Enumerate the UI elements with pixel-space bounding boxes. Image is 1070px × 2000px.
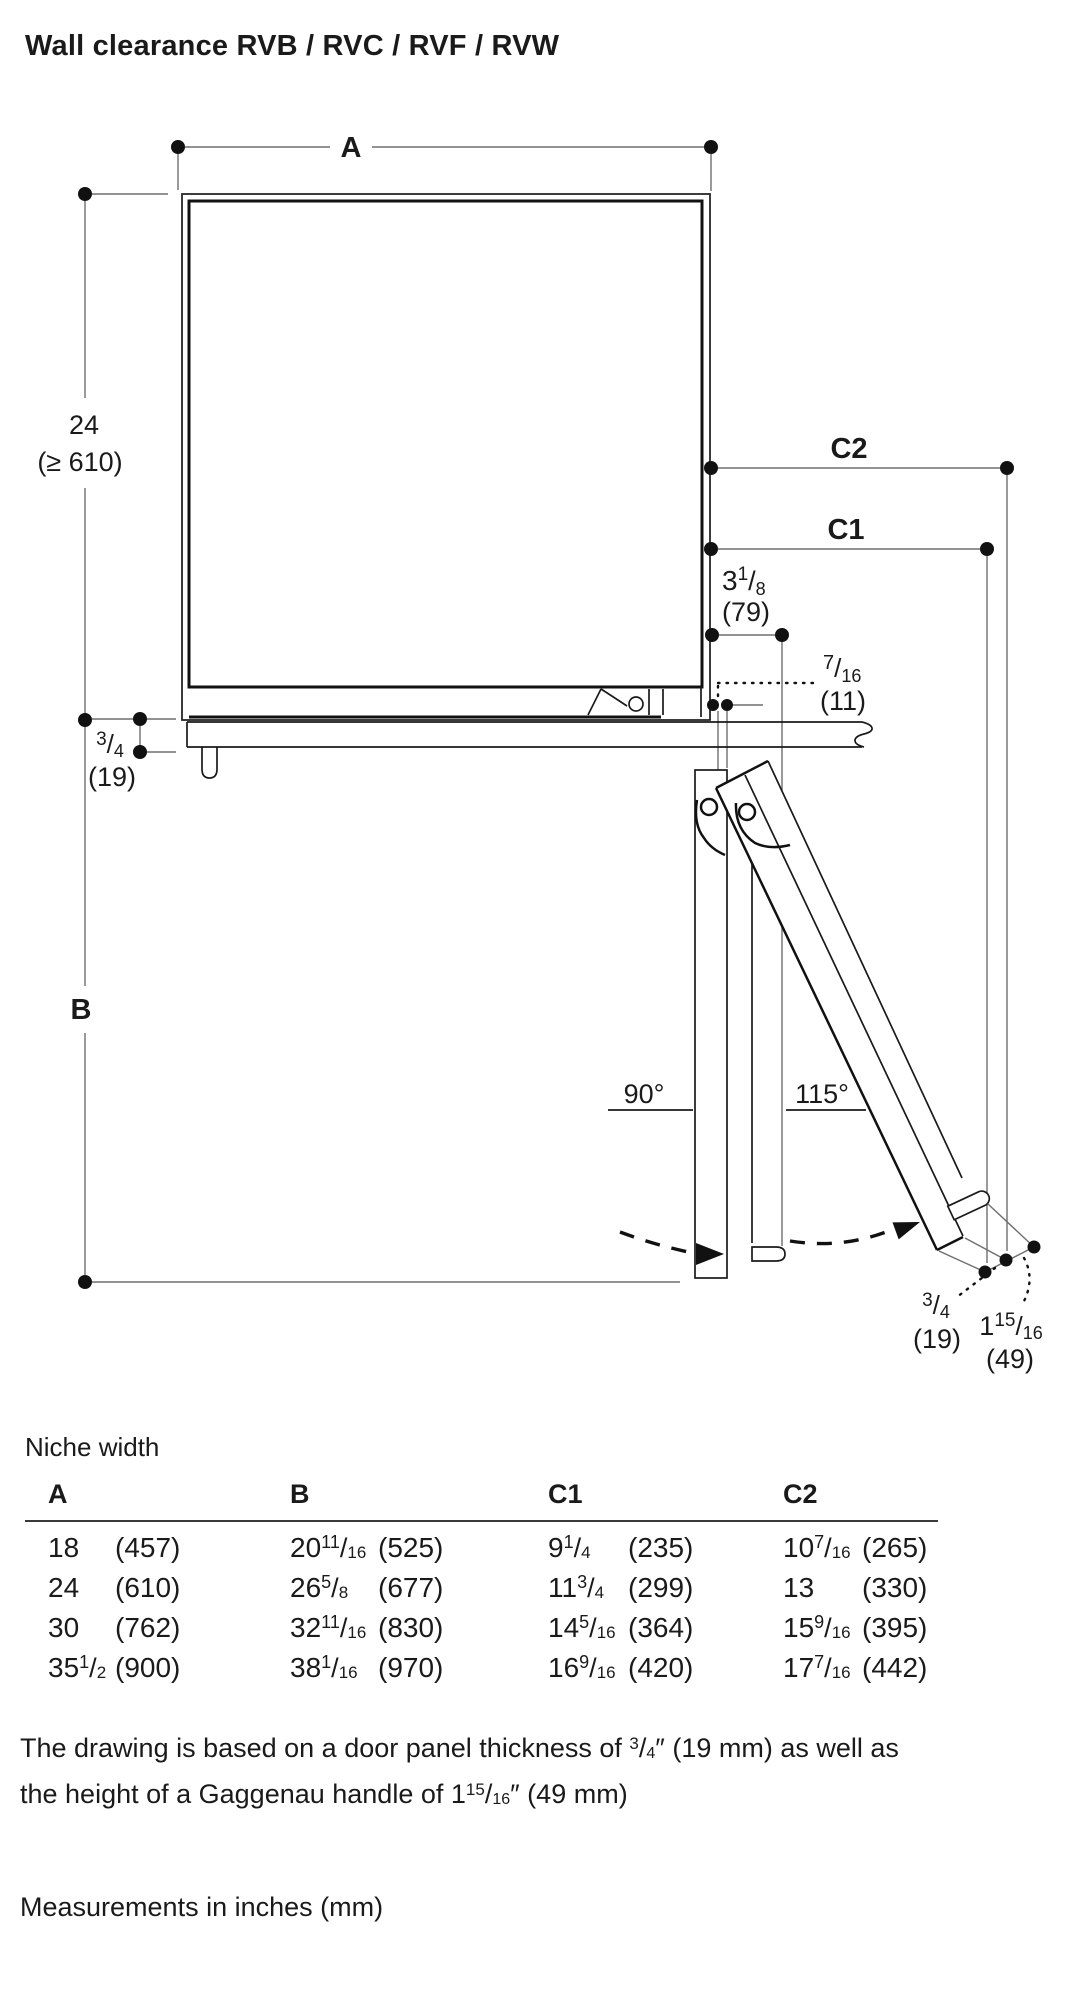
- hinge-115-icon: [737, 802, 757, 822]
- door-gap-frac: 7/16: [823, 652, 861, 686]
- col-header-c1: C1: [548, 1479, 583, 1509]
- table-row: 351/2 (900) 381/16 (970) 169/16 (420) 17…: [25, 1642, 938, 1683]
- niche-width-table: Niche width A B C1 C2 18 (457) 2011/16 (…: [25, 1432, 938, 1683]
- handle-clearance-frac: 31/8: [722, 564, 766, 599]
- leveling-foot: [201, 747, 218, 779]
- cell-a-in: 18: [48, 1532, 80, 1563]
- cell-c2-mm: (442): [862, 1652, 928, 1683]
- cell-c2-mm: (265): [862, 1532, 928, 1563]
- cell-c2-in: 159/16: [783, 1612, 851, 1643]
- door-90: [694, 769, 786, 1279]
- hinge-90-arm: [694, 799, 726, 857]
- panel-thickness-mm: (19): [913, 1324, 961, 1354]
- dim-b-label: B: [71, 994, 92, 1026]
- dim-a: A: [171, 132, 718, 191]
- cell-c1-in: 169/16: [548, 1652, 616, 1683]
- cell-b-mm: (830): [378, 1612, 444, 1643]
- cell-b-mm: (677): [378, 1572, 444, 1603]
- niche-depth-mm: (≥ 610): [37, 447, 122, 477]
- cell-b-mm: (970): [378, 1652, 444, 1683]
- col-header-c2: C2: [783, 1479, 818, 1509]
- table-caption: Niche width: [25, 1432, 160, 1462]
- swing-arrow-90: [619, 1230, 724, 1265]
- table-row: 18 (457) 2011/16 (525) 91/4 (235) 107/16…: [25, 1522, 938, 1563]
- dim-shelf-thickness: 3/4 (19): [88, 712, 176, 792]
- handle-height-mm: (49): [986, 1344, 1034, 1374]
- table-row: 24 (610) 265/8 (677) 113/4 (299) 13 (330…: [25, 1562, 938, 1603]
- page-title: Wall clearance RVB / RVC / RVF / RVW: [25, 30, 560, 62]
- cell-a-mm: (457): [115, 1532, 181, 1563]
- cell-a-in: 30: [48, 1612, 80, 1643]
- units-note: Measurements in inches (mm): [20, 1892, 384, 1922]
- cell-a-mm: (900): [115, 1652, 181, 1683]
- col-header-a: A: [48, 1479, 68, 1509]
- shelf-thickness-frac: 3/4: [96, 729, 124, 761]
- cell-c1-in: 145/16: [548, 1612, 616, 1643]
- table-rule: [25, 1520, 938, 1522]
- table-header-row: A B C1 C2: [25, 1479, 938, 1520]
- dim-c1-label: C1: [827, 514, 864, 546]
- cabinet: [181, 193, 711, 721]
- cell-c1-mm: (364): [628, 1612, 694, 1643]
- dim-handle-clearance: 31/8 (79): [705, 564, 789, 1246]
- shelf-thickness-mm: (19): [88, 762, 136, 792]
- hinge-bay-detail: [587, 688, 664, 716]
- swing-arrow-115: [789, 1222, 920, 1246]
- cell-c1-mm: (420): [628, 1652, 694, 1683]
- cell-b-mm: (525): [378, 1532, 444, 1563]
- angle-115-label: 115°: [795, 1079, 849, 1109]
- cell-a-mm: (610): [115, 1572, 181, 1603]
- dim-a-label: A: [341, 132, 362, 164]
- cell-c2-mm: (395): [862, 1612, 928, 1643]
- break-symbol: [854, 721, 873, 748]
- dim-bottom-panel-handle: 3/4 (19) 115/16 (49): [913, 1203, 1043, 1374]
- cell-c2-in: 107/16: [783, 1532, 851, 1563]
- handle-clearance-mm: (79): [722, 597, 770, 627]
- hinge-90-icon: [699, 797, 719, 817]
- door-gap-mm: (11): [820, 686, 866, 716]
- panel-thickness-frac: 3/4: [922, 1290, 950, 1322]
- dim-left-24-b: 24 (≥ 610) B: [37, 187, 680, 1289]
- angle-90-label: 90°: [624, 1079, 665, 1109]
- cell-b-in: 3211/16: [290, 1612, 367, 1643]
- footnote: The drawing is based on a door panel thi…: [20, 1733, 899, 1809]
- cell-a-mm: (762): [115, 1612, 181, 1643]
- cell-c1-mm: (299): [628, 1572, 694, 1603]
- hinge-115-arm: [734, 802, 791, 849]
- dim-c2: C2: [704, 433, 1014, 1251]
- door-90-handle: [751, 1246, 786, 1262]
- cell-c1-mm: (235): [628, 1532, 694, 1563]
- cell-b-in: 2011/16: [290, 1532, 367, 1563]
- cell-c2-mm: (330): [862, 1572, 928, 1603]
- angle-labels: 90° 115°: [608, 1079, 866, 1111]
- cell-a-in: 24: [48, 1572, 80, 1603]
- cell-a-in: 351/2: [48, 1652, 107, 1683]
- handle-height-frac: 115/16: [979, 1310, 1042, 1343]
- cell-c2-in: 177/16: [783, 1652, 851, 1683]
- door-115: [714, 759, 991, 1252]
- dim-c1: C1: [704, 514, 994, 1263]
- niche-depth-in: 24: [69, 410, 99, 440]
- cell-b-in: 265/8: [290, 1572, 349, 1603]
- dim-c2-label: C2: [830, 433, 867, 465]
- cell-c1-in: 91/4: [548, 1532, 591, 1563]
- table-row: 30 (762) 3211/16 (830) 145/16 (364) 159/…: [25, 1602, 938, 1643]
- clearance-drawing: A 24 (≥ 610) B: [37, 132, 1043, 1374]
- counter-shelf: [186, 721, 873, 779]
- door-115-handle: [946, 1190, 991, 1221]
- cell-b-in: 381/16: [290, 1652, 358, 1683]
- dim-door-gap: 7/16 (11): [707, 652, 866, 770]
- col-header-b: B: [290, 1479, 310, 1509]
- cell-c1-in: 113/4: [548, 1572, 605, 1603]
- cell-c2-in: 13: [783, 1572, 815, 1603]
